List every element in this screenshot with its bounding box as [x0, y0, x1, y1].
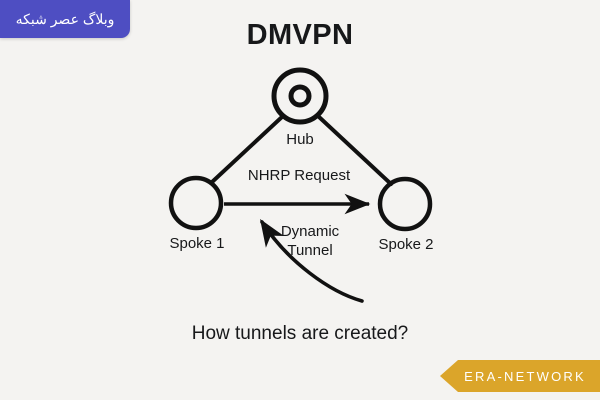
page-title: DMVPN: [246, 19, 354, 51]
blog-badge-label: وبلاگ عصر شبکه: [15, 10, 115, 27]
node-spoke2-label: Spoke 2: [378, 236, 434, 253]
watermark-ribbon: ERA-NETWORK: [440, 360, 600, 392]
node-hub-label: Hub: [286, 131, 314, 148]
link-dynamic-tunnel-curve: [260, 218, 364, 303]
node-spoke1-circle: [168, 175, 224, 231]
node-hub-inner-circle: [288, 84, 312, 108]
blog-badge[interactable]: وبلاگ عصر شبکه: [0, 0, 130, 38]
link-hub-spoke2: [316, 114, 393, 186]
link-nhrp-request-label: NHRP Request: [247, 167, 351, 184]
page-caption: How tunnels are created?: [191, 323, 409, 344]
node-hub-outer-circle: [271, 67, 329, 125]
link-dynamic-tunnel-label: Dynamic Tunnel: [262, 222, 358, 260]
node-spoke1-label: Spoke 1: [169, 235, 225, 252]
watermark-label: ERA-NETWORK: [464, 368, 586, 384]
node-spoke2-circle: [377, 176, 433, 232]
link-hub-spoke1: [209, 114, 285, 185]
link-dynamic-tunnel-label-line2: Tunnel: [287, 242, 333, 259]
link-dynamic-tunnel-label-line1: Dynamic: [280, 223, 340, 240]
